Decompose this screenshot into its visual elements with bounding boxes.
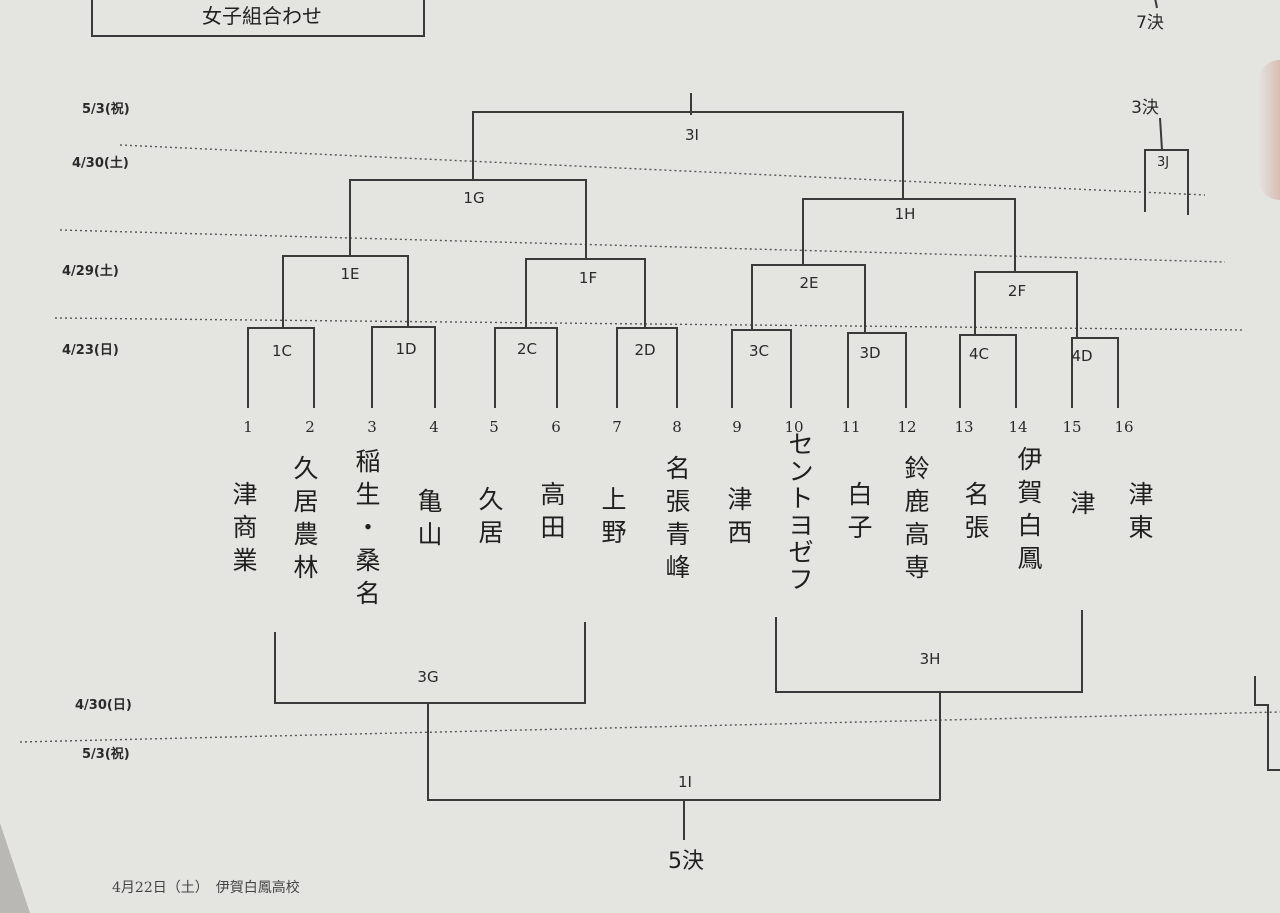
footer-text: 4月22日（土） 伊賀白鳳高校 [112, 879, 300, 896]
match-3H: 3H [920, 650, 941, 668]
team-name: 名張 [964, 480, 989, 542]
date-label-4: 4/23(日) [62, 343, 119, 358]
slot-number: 4 [429, 418, 439, 436]
match-2F: 2F [1008, 282, 1026, 300]
team-name: 稲生・桑名 [355, 447, 380, 608]
team-name: 伊賀白鳳 [1017, 445, 1042, 573]
slot-number: 1 [243, 418, 253, 436]
slot-number: 12 [897, 418, 916, 436]
date-label-1: 5/3(祝) [82, 101, 130, 117]
page-title: 女子組合わせ [202, 4, 322, 28]
match-2E: 2E [799, 274, 818, 292]
match-1F: 1F [579, 269, 597, 287]
match-4C: 4C [969, 345, 989, 363]
match-3D: 3D [859, 344, 880, 362]
round3-lines [349, 179, 1016, 272]
fifth-place-label: 5決 [668, 849, 704, 874]
match-4D: 4D [1071, 347, 1092, 365]
date-label-3: 4/29(土) [62, 263, 119, 279]
slot-number: 16 [1114, 418, 1133, 436]
slot-number: 10 [784, 418, 803, 436]
match-1I: 1I [678, 773, 692, 791]
finger-shadow [1258, 60, 1280, 200]
match-1C: 1C [272, 342, 292, 360]
date-line-3 [54, 317, 1246, 331]
team-name: 亀山 [417, 487, 442, 549]
seventh-place-line [1154, 0, 1158, 9]
slot-number: 13 [954, 418, 973, 436]
page-corner [0, 823, 30, 913]
slot-number: 3 [367, 418, 377, 436]
third-place-bracket [1144, 149, 1189, 215]
slot-number: 2 [305, 418, 315, 436]
date-label-5: 4/30(日) [75, 698, 132, 713]
seventh-place-label: 7決 [1136, 13, 1164, 33]
team-name: 白子 [847, 480, 872, 542]
match-3I: 3I [685, 126, 699, 144]
slot-number: 5 [489, 418, 499, 436]
slot-number: 7 [612, 418, 622, 436]
date-label-2: 4/30(土) [72, 155, 129, 171]
match-3J: 3J [1157, 155, 1169, 170]
team-name: 名張青峰 [665, 454, 690, 582]
slot-number: 15 [1062, 418, 1081, 436]
round2-lines [282, 255, 1078, 338]
team-name: 高田 [540, 480, 565, 542]
slot-number: 9 [732, 418, 742, 436]
third-place-label: 3決 [1131, 98, 1159, 118]
slot-number: 6 [551, 418, 561, 436]
team-name: 津西 [727, 485, 752, 547]
team-name: 久居農林 [293, 454, 318, 582]
match-1H: 1H [895, 205, 916, 223]
match-3G: 3G [417, 668, 438, 686]
team-name: 津 [1070, 489, 1095, 518]
date-line-1 [119, 144, 1206, 196]
top-final-lines [472, 93, 904, 199]
team-name: 津東 [1128, 480, 1153, 542]
match-1E: 1E [340, 265, 359, 283]
team-name: 上野 [601, 485, 626, 547]
third-place-line [1159, 117, 1163, 151]
bottom-bracket-lines [274, 610, 1280, 840]
date-line-2 [59, 229, 1226, 263]
match-1D: 1D [395, 340, 416, 358]
team-name: 久居 [478, 485, 503, 547]
team-name: セントヨゼフ [788, 430, 813, 594]
team-name: 鈴鹿高専 [904, 454, 929, 582]
date-line-4 [19, 711, 1280, 743]
match-2C: 2C [517, 340, 537, 358]
team-name: 津商業 [232, 480, 257, 575]
date-label-6: 5/3(祝) [82, 746, 130, 762]
slot-number: 14 [1008, 418, 1027, 436]
slot-list: 1 津商業 2 久居農林 3 稲生・桑名 4 亀山 5 久居 6 高田 7 上野 8 名張青峰 9 津西 10セント… [232, 418, 1153, 608]
title-box [91, 0, 425, 37]
slot-number: 11 [841, 418, 860, 436]
slot-number: 8 [672, 418, 682, 436]
round1-lines [247, 326, 1119, 408]
match-1G: 1G [463, 189, 484, 207]
match-2D: 2D [634, 341, 655, 359]
match-3C: 3C [749, 342, 769, 360]
